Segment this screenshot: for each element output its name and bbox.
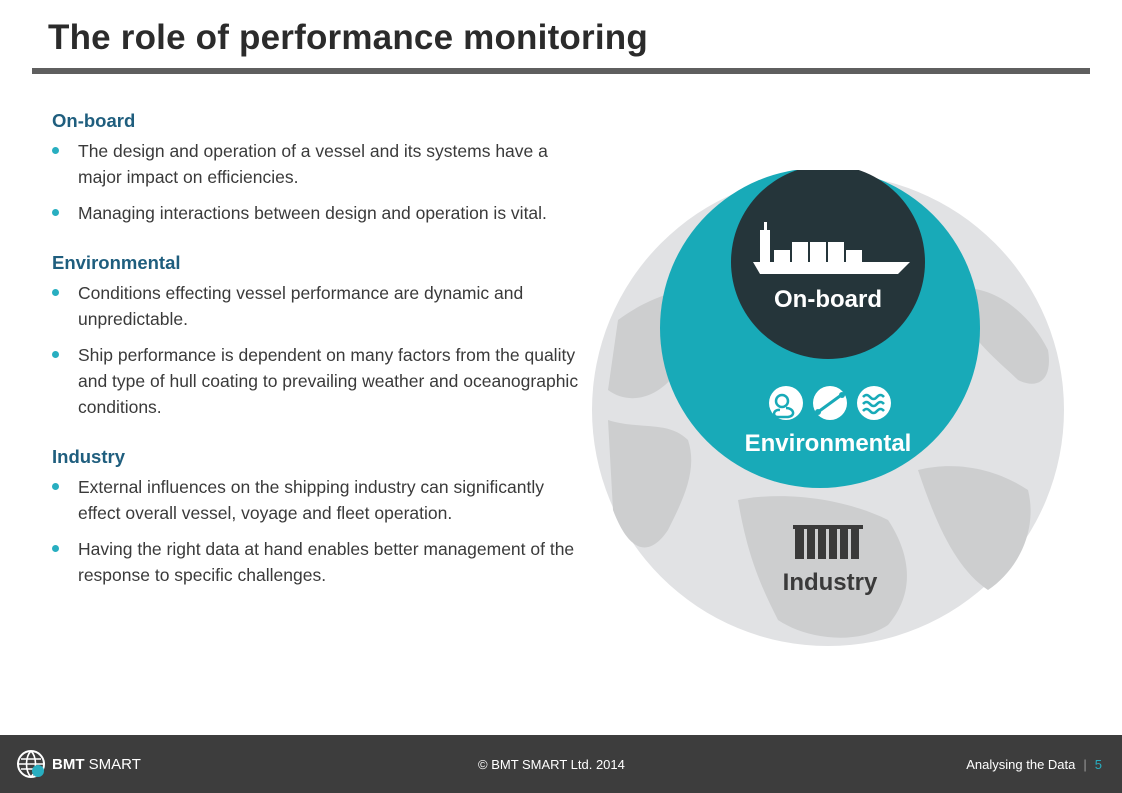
company-logo: BMT SMART [16,749,141,779]
globe-logo-icon [17,750,45,779]
section-industry: Industry External influences on the ship… [52,446,582,588]
bullet-icon [52,483,59,490]
bullet-list: The design and operation of a vessel and… [52,138,582,226]
section-name: Analysing the Data [966,757,1076,772]
footer-separator: | [1083,757,1087,772]
slide-title: The role of performance monitoring [48,18,648,57]
bullet-text: External influences on the shipping indu… [78,477,544,523]
section-heading: On-board [52,110,136,131]
bullet-icon [52,545,59,552]
page-number: 5 [1094,757,1102,772]
text-content: On-board The design and operation of a v… [52,110,582,614]
bullet-icon [52,351,59,358]
section-onboard: On-board The design and operation of a v… [52,110,582,226]
wind-icon [813,386,847,420]
bullet-text: Managing interactions between design and… [78,203,547,223]
onboard-label: On-board [774,286,882,313]
bullet-item: Conditions effecting vessel performance … [52,280,582,332]
section-heading: Industry [52,446,125,467]
nested-circles-diagram: On-board Environmental Industry [592,170,1064,646]
section-environmental: Environmental Conditions effecting vesse… [52,252,582,420]
bullet-item: Ship performance is dependent on many fa… [52,342,582,420]
copyright-text: © BMT SMART Ltd. 2014 [478,757,625,772]
bullet-item: Managing interactions between design and… [52,200,582,226]
environmental-label: Environmental [745,430,912,457]
waves-icon [857,386,891,420]
bullet-text: The design and operation of a vessel and… [78,141,548,187]
bullet-text: Conditions effecting vessel performance … [78,283,524,329]
bullet-text: Having the right data at hand enables be… [78,539,575,585]
bullet-item: The design and operation of a vessel and… [52,138,582,190]
logo-text: BMT SMART [52,756,141,773]
bullet-item: Having the right data at hand enables be… [52,536,582,588]
slide-meta: Analysing the Data | 5 [966,757,1102,772]
logo-light: SMART [84,755,141,773]
industry-label: Industry [783,569,878,596]
weather-icon [769,386,803,420]
containers-icon [793,525,863,559]
bullet-icon [52,209,59,216]
bullet-list: External influences on the shipping indu… [52,474,582,588]
title-divider [32,68,1090,74]
bullet-text: Ship performance is dependent on many fa… [78,345,579,417]
bullet-item: External influences on the shipping indu… [52,474,582,526]
bullet-list: Conditions effecting vessel performance … [52,280,582,420]
footer-bar: BMT SMART © BMT SMART Ltd. 2014 Analysin… [0,735,1122,793]
ship-icon [753,222,910,274]
logo-bold: BMT [52,755,85,773]
bullet-icon [52,289,59,296]
bullet-icon [52,147,59,154]
section-heading: Environmental [52,252,181,273]
